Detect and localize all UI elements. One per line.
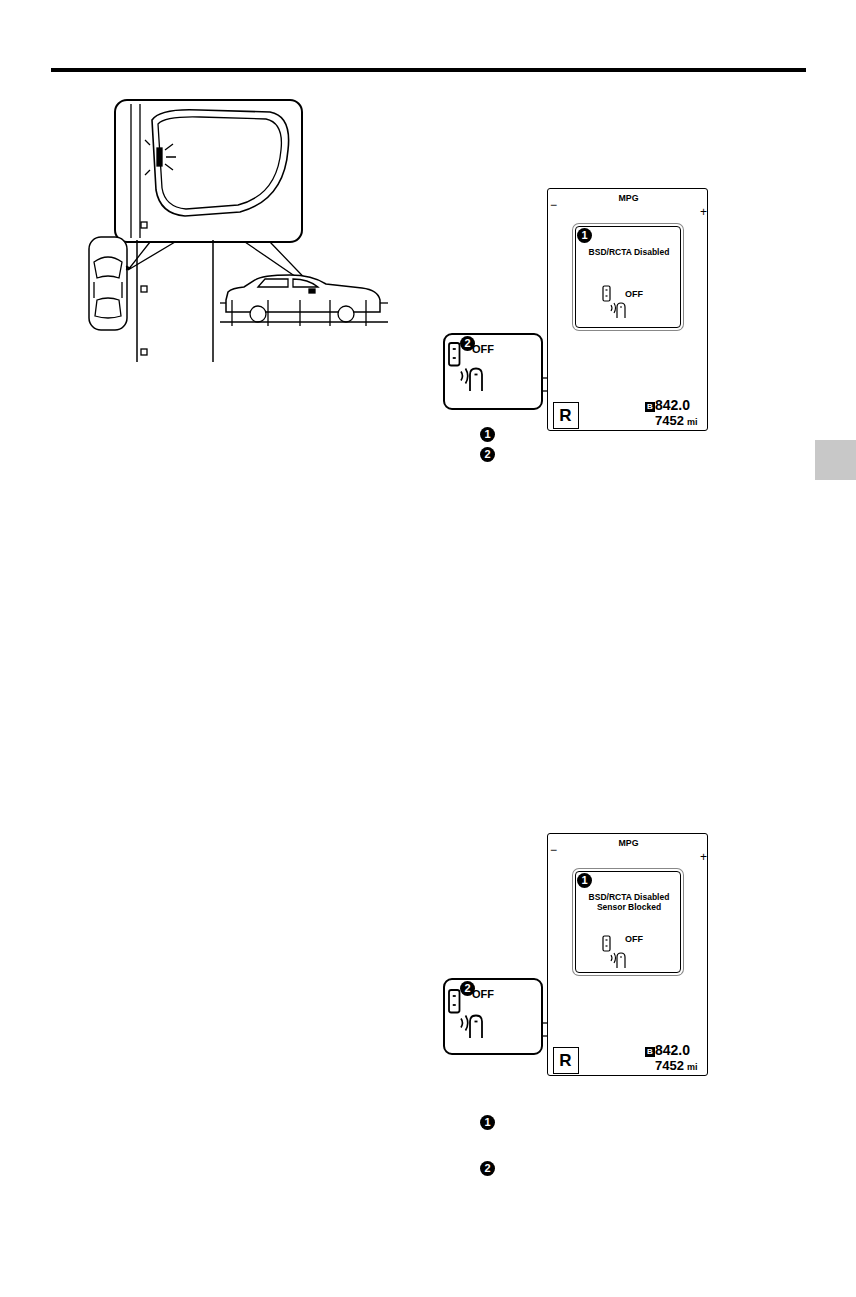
warning-popup: BSD/RCTA DisabledOFF — [575, 226, 681, 328]
node-text: OFF — [472, 343, 494, 356]
callout-box: OFF — [443, 978, 543, 1055]
display-text: − — [550, 199, 557, 211]
node-text: OFF — [625, 289, 643, 300]
display-screen: MPG BSD/RCTA Disabled Sensor BlockedOFF R — [547, 833, 708, 1076]
node-text: MPG — [548, 838, 709, 849]
display-text: + — [700, 851, 707, 863]
gear-indicator: R — [553, 402, 579, 429]
warning-popup: BSD/RCTA Disabled Sensor BlockedOFF — [575, 871, 681, 973]
parking-illustration — [89, 100, 388, 362]
callout-number: 2 — [460, 981, 475, 996]
battery-mark: B — [645, 1047, 655, 1057]
display-text: mi — [687, 418, 698, 427]
node-text: R — [554, 1051, 577, 1071]
callout-number: 1 — [480, 427, 495, 442]
display-text: 842.0 — [655, 398, 690, 412]
node-text: BSD/RCTA Disabled Sensor Blocked — [583, 892, 675, 912]
callout-box: OFF — [443, 333, 543, 410]
callout-number: 1 — [577, 228, 592, 243]
callout-number: 2 — [480, 447, 495, 462]
node-text: MPG — [548, 193, 709, 204]
display-text: 842.0 — [655, 1043, 690, 1057]
battery-mark: B — [645, 402, 655, 412]
callout-number: 2 — [460, 336, 475, 351]
display-text: − — [550, 844, 557, 856]
gear-indicator: R — [553, 1047, 579, 1074]
callout-number: 1 — [577, 873, 592, 888]
display-text: mi — [687, 1063, 698, 1072]
display-screen: MPG BSD/RCTA DisabledOFF R — [547, 188, 708, 431]
display-text: 7452 — [650, 1059, 684, 1072]
callout-number: 2 — [480, 1161, 495, 1176]
node-text: OFF — [472, 988, 494, 1001]
node-text: OFF — [625, 934, 643, 945]
node-text: BSD/RCTA Disabled — [583, 247, 675, 257]
node-text: R — [554, 406, 577, 426]
callout-number: 1 — [480, 1115, 495, 1130]
display-text: + — [700, 206, 707, 218]
display-text: 7452 — [650, 414, 684, 427]
